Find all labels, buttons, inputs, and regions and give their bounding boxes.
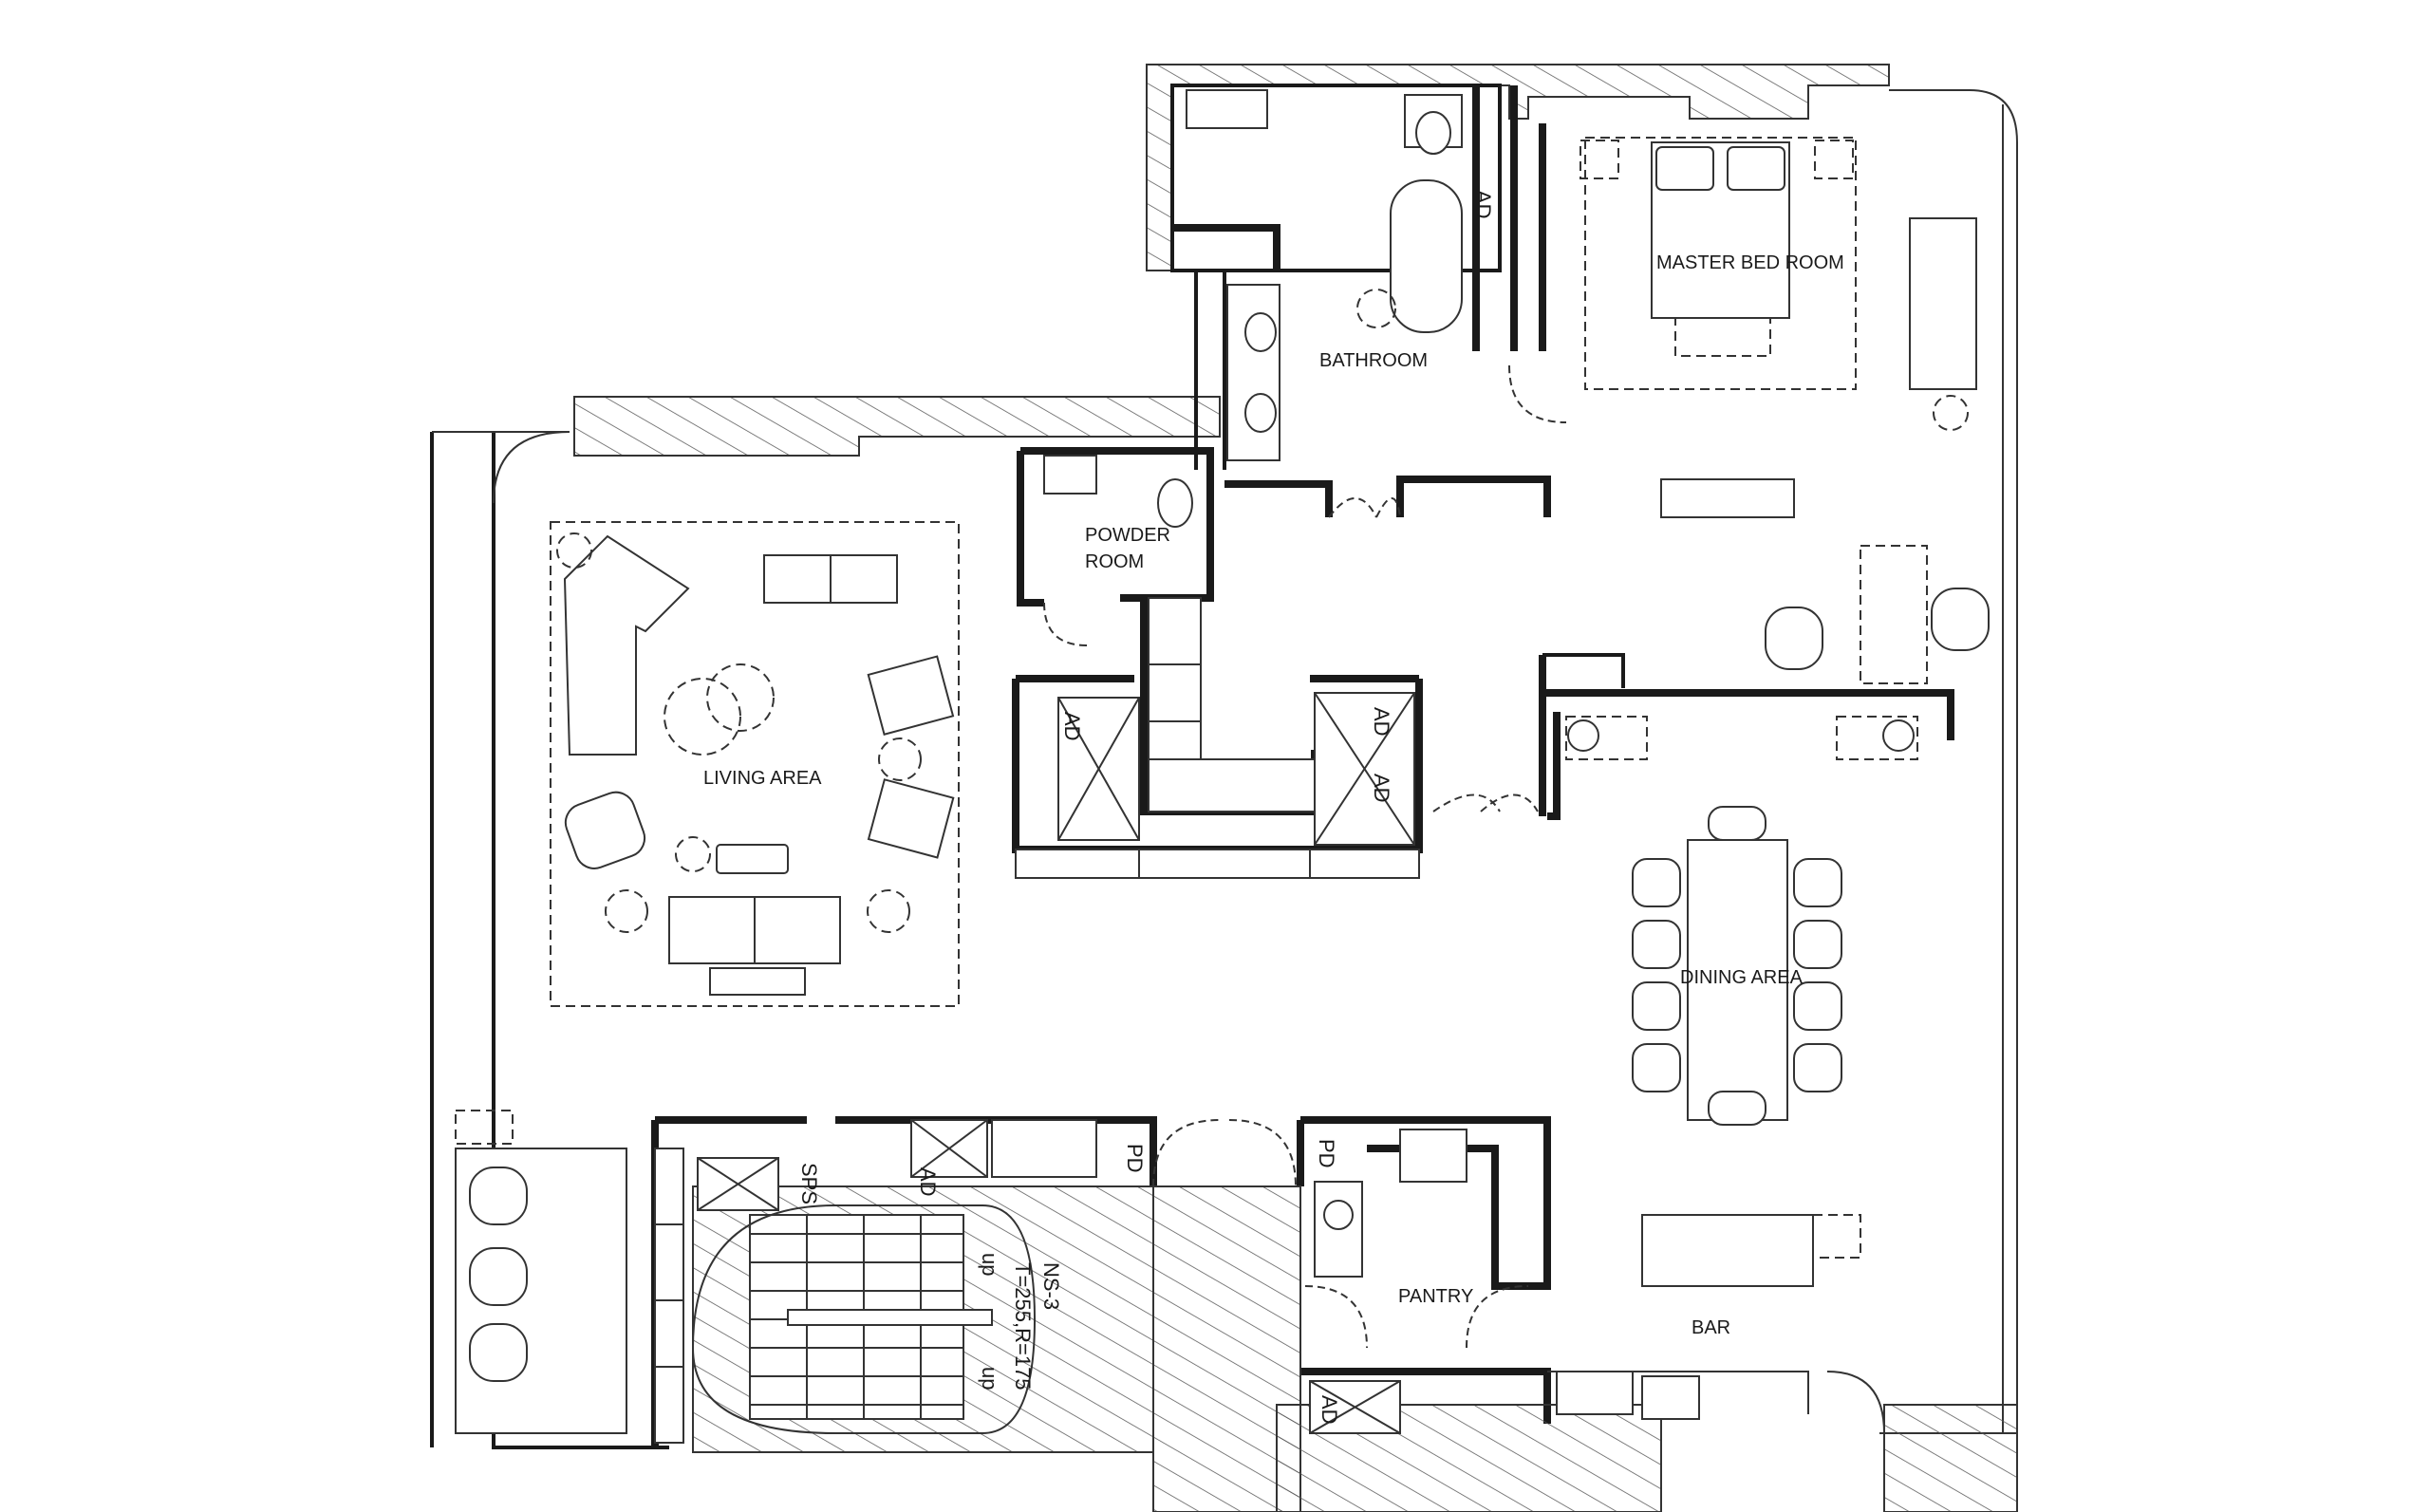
label-powder-room-1: POWDER <box>1085 525 1170 546</box>
tag-ad-4: AD <box>1318 1395 1341 1425</box>
label-bar: BAR <box>1692 1317 1730 1338</box>
core-closets <box>1015 597 1420 879</box>
stair-direction-1: up <box>978 1253 1001 1276</box>
stair-hatch-zone <box>654 1119 2018 1512</box>
tag-pd-2: PD <box>1315 1139 1338 1168</box>
exterior-walls <box>430 64 2018 1449</box>
stair-spec: T=255,R=175 <box>1011 1262 1035 1391</box>
label-powder-room-2: ROOM <box>1085 551 1144 572</box>
living-area-furniture <box>550 521 960 1007</box>
bathroom-fixtures <box>1043 89 1463 528</box>
master-bedroom-furniture <box>1580 137 1990 684</box>
pantry-bar-furniture <box>1309 1129 1861 1434</box>
tag-ad-1: AD <box>1060 712 1084 741</box>
label-dining-area: DINING AREA <box>1680 967 1804 988</box>
tag-sps: SPS <box>797 1163 821 1204</box>
dining-area-furniture <box>1565 716 1918 1126</box>
tag-ad-3: AD <box>1370 774 1393 803</box>
stair-direction-2: up <box>978 1367 1001 1390</box>
label-living-area: LIVING AREA <box>703 768 822 789</box>
label-master-bedroom: MASTER BED ROOM <box>1656 252 1844 273</box>
label-bathroom: BATHROOM <box>1319 350 1428 371</box>
tag-ad-stair: AD <box>916 1167 940 1197</box>
stair-name: NS-3 <box>1039 1262 1063 1310</box>
tag-ad-2: AD <box>1370 707 1393 737</box>
label-pantry: PANTRY <box>1398 1286 1473 1307</box>
tag-pd-1: PD <box>1123 1144 1147 1173</box>
tag-ad-5: AD <box>1471 190 1495 219</box>
door-swings <box>1043 364 1885 1434</box>
lounge-bay-furniture <box>455 1110 627 1434</box>
